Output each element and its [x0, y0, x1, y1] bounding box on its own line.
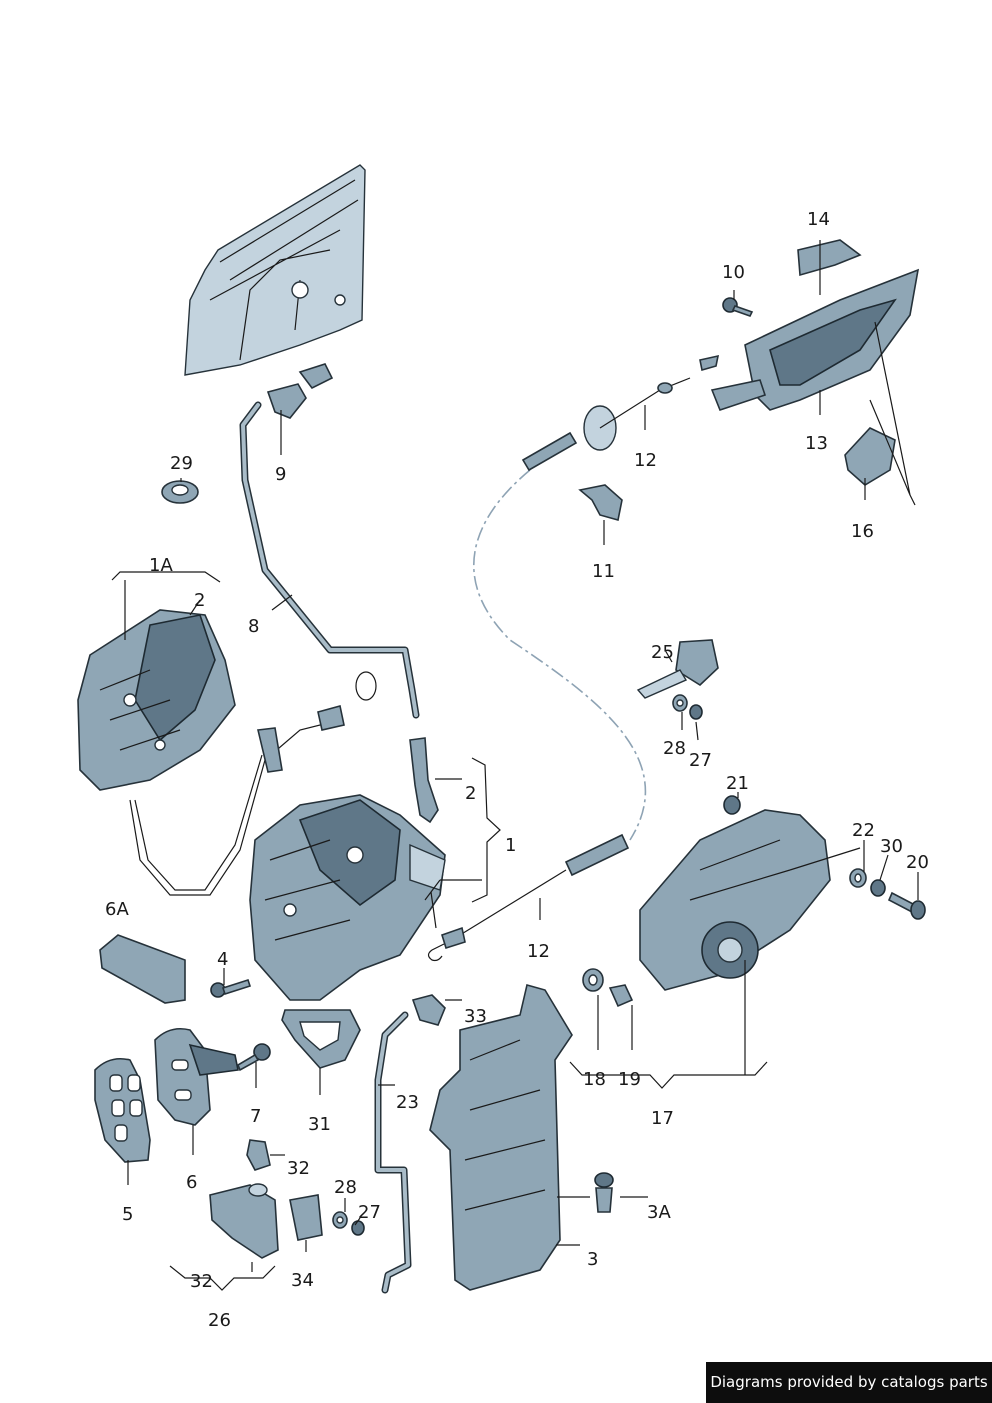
clip-3A-part — [594, 1172, 614, 1213]
fasteners-22-30-20-part — [849, 868, 926, 920]
screw-4-part — [210, 978, 252, 998]
clip-11-part — [578, 484, 623, 522]
label-2-top: 2 — [194, 590, 205, 611]
label-3: 3 — [587, 1249, 598, 1270]
washer-nut-top-part — [672, 694, 703, 720]
cable-end-2-part — [409, 737, 439, 824]
door-panel-part — [184, 164, 366, 376]
seal-31-part — [281, 1009, 361, 1069]
label-21: 21 — [726, 773, 749, 794]
motor-17-part — [639, 809, 861, 991]
clip-9-part — [266, 363, 334, 419]
label-16: 16 — [851, 521, 874, 542]
label-11: 11 — [592, 561, 615, 582]
holder-32-part — [246, 1139, 271, 1171]
label-9: 9 — [275, 464, 286, 485]
label-5: 5 — [122, 1204, 133, 1225]
label-12-bottom: 12 — [527, 941, 550, 962]
label-17: 17 — [651, 1108, 674, 1129]
label-31: 31 — [308, 1114, 331, 1135]
label-6: 6 — [186, 1172, 197, 1193]
striker-6-part — [154, 1027, 239, 1126]
label-33: 33 — [464, 1006, 487, 1027]
switch-part — [797, 239, 862, 277]
label-23: 23 — [396, 1092, 419, 1113]
label-1: 1 — [505, 835, 516, 856]
label-20: 20 — [906, 852, 929, 873]
cover-6A-part — [99, 934, 186, 1004]
label-30: 30 — [880, 836, 903, 857]
rod-23-part — [374, 1011, 412, 1294]
button-16-part — [844, 427, 896, 486]
part-labels: 1 1A 2 2 3 3A 4 5 6 6A 7 8 9 10 11 12 12… — [105, 209, 929, 1331]
label-32-top: 32 — [287, 1158, 310, 1179]
leader-lines — [111, 240, 919, 1291]
label-25: 25 — [651, 642, 674, 663]
diagram-credit-banner: Diagrams provided by catalogs parts — [706, 1362, 992, 1403]
label-4: 4 — [217, 949, 228, 970]
label-29: 29 — [170, 453, 193, 474]
label-10: 10 — [722, 262, 745, 283]
door-lock-1A-part — [77, 609, 236, 791]
clip-33-part — [411, 994, 446, 1026]
label-13: 13 — [805, 433, 828, 454]
bracket-34-part — [289, 1194, 323, 1241]
label-28-top: 28 — [663, 738, 686, 759]
cable-12-upper-part — [521, 354, 720, 472]
label-1A: 1A — [149, 555, 173, 576]
label-8: 8 — [248, 616, 259, 637]
switch-26-part — [209, 1183, 279, 1259]
label-34: 34 — [291, 1270, 314, 1291]
grommet-29-part — [161, 480, 199, 504]
label-14: 14 — [807, 209, 830, 230]
label-18: 18 — [583, 1069, 606, 1090]
label-7: 7 — [250, 1106, 261, 1127]
cable-12-lower-part — [427, 833, 630, 962]
screw-7-part — [237, 1043, 271, 1072]
label-2-mid: 2 — [465, 783, 476, 804]
label-19: 19 — [618, 1069, 641, 1090]
inner-door-handle-part — [710, 268, 920, 411]
bracket-25-part — [636, 639, 719, 699]
screw-10-part — [722, 297, 754, 317]
label-3A: 3A — [647, 1202, 671, 1223]
label-28-bottom: 28 — [334, 1177, 357, 1198]
gasket-5-part — [94, 1057, 151, 1163]
rod-8-part — [239, 401, 420, 719]
door-lock-1-part — [249, 794, 446, 1001]
cover-3-part — [429, 984, 573, 1291]
label-6A: 6A — [105, 899, 129, 920]
label-12-top: 12 — [634, 450, 657, 471]
label-32-bottom: 32 — [190, 1271, 213, 1292]
nut-21-part — [723, 795, 741, 815]
grommets-18-19-part — [582, 968, 634, 1008]
label-26: 26 — [208, 1310, 231, 1331]
cable-routing-dashed — [473, 469, 647, 841]
wiring-harness-part — [129, 671, 377, 896]
label-27-bottom: 27 — [358, 1202, 381, 1223]
label-27-top: 27 — [689, 750, 712, 771]
label-22: 22 — [852, 820, 875, 841]
